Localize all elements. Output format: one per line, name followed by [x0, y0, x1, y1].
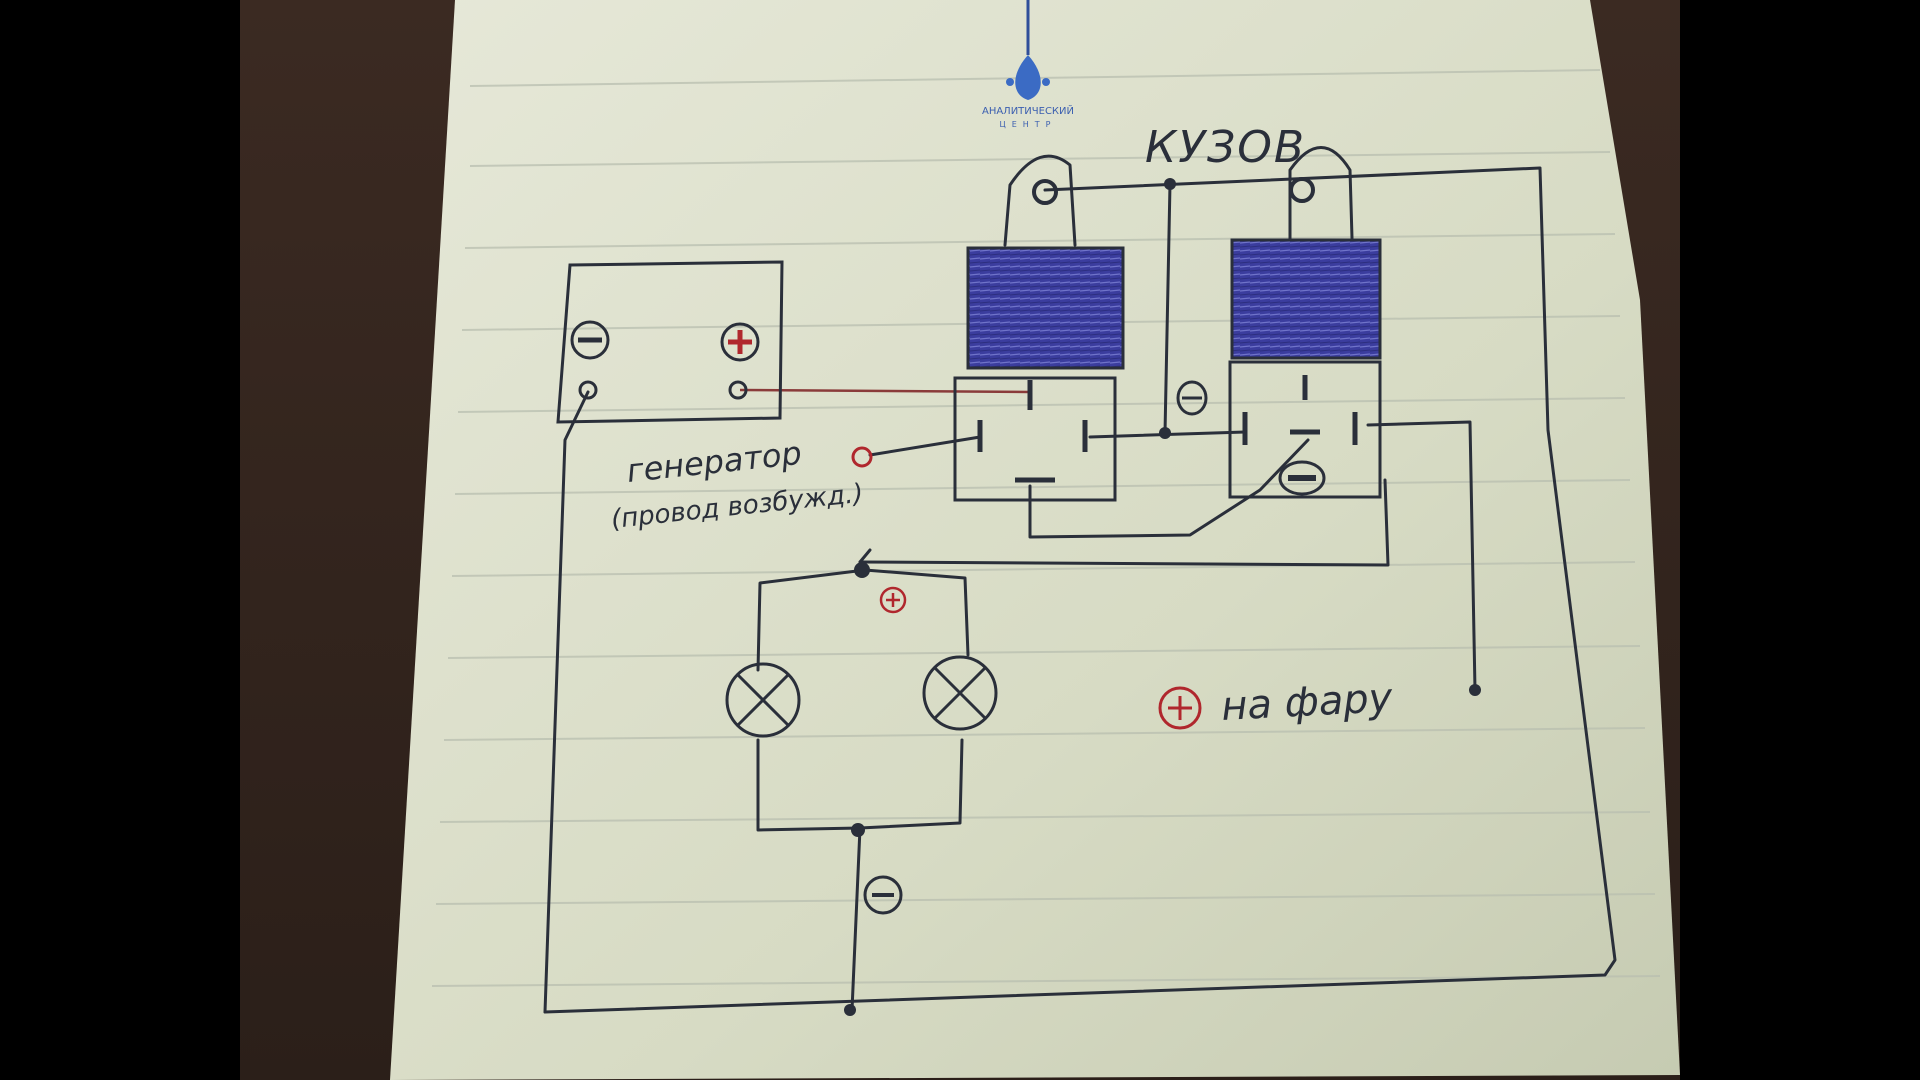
label-headlight: на фару — [1220, 675, 1395, 730]
logo-line1: АНАЛИТИЧЕСКИЙ — [982, 104, 1074, 117]
lamp-left — [725, 662, 801, 738]
lamps-minus-marker — [863, 875, 903, 915]
headlight-plus-marker — [1158, 686, 1202, 730]
relay-2 — [1228, 177, 1382, 499]
lamp-right — [922, 655, 998, 731]
junction-dots — [844, 178, 1481, 1016]
wiring — [543, 146, 1617, 1014]
relay-1 — [953, 179, 1125, 502]
analytic-center-logo: АНАЛИТИЧЕСКИЙ ЦЕНТР — [982, 0, 1074, 129]
logo-line2: ЦЕНТР — [1000, 120, 1057, 129]
relay-ground-minus — [1176, 380, 1208, 416]
battery-positive-wire — [739, 388, 1031, 394]
label-body: КУЗОВ — [1145, 122, 1306, 173]
battery — [556, 260, 784, 424]
paper-sheet — [390, 0, 1680, 1080]
generator-terminal — [851, 446, 873, 468]
lamps-plus-marker — [879, 586, 907, 614]
